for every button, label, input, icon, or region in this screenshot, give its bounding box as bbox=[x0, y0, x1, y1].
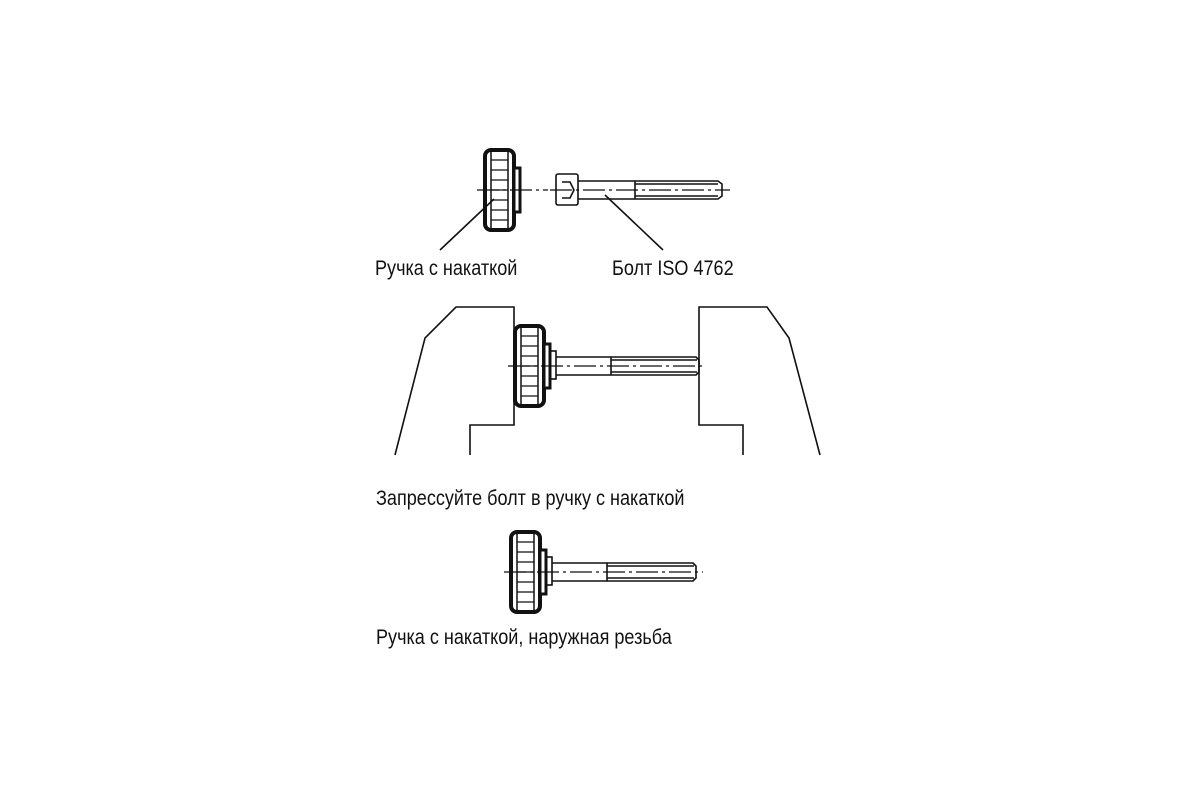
assembly-in-press bbox=[508, 324, 706, 408]
bolt-leader-line bbox=[604, 194, 664, 251]
press-instruction-label: Запрессуйте болт в ручку с накаткой bbox=[376, 487, 685, 510]
result-label: Ручка с накаткой, наружная резьба bbox=[376, 626, 672, 649]
finished-knob-with-thread bbox=[504, 530, 703, 614]
knob-leader-line bbox=[439, 198, 495, 251]
iso-4762-bolt bbox=[550, 173, 730, 206]
knob-label: Ручка с накаткой bbox=[375, 257, 518, 280]
press-jaw-left bbox=[394, 306, 515, 456]
press-jaw-right bbox=[698, 306, 821, 456]
bolt-label: Болт ISO 4762 bbox=[612, 257, 734, 280]
